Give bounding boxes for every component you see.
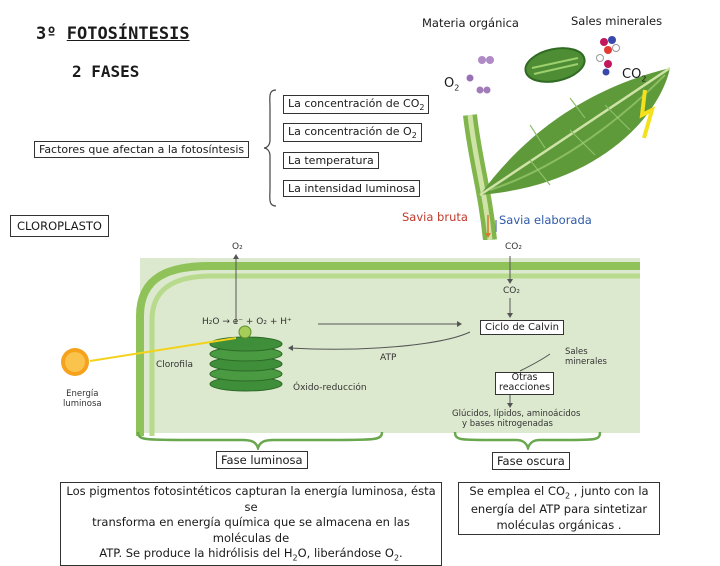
co2-label: CO2 <box>622 67 647 84</box>
processed-sap-label: Savia elaborada <box>499 213 592 227</box>
light-phase-label: Fase luminosa <box>216 451 308 469</box>
o2-label: O2 <box>444 76 460 93</box>
redox-label: Óxido-reducción <box>293 383 367 393</box>
leaf-illustration <box>463 36 671 240</box>
mineral-salts-label: Sales minerales <box>571 14 663 28</box>
chloroplast-diagram <box>89 254 640 436</box>
organic-matter-label: Materia orgánica <box>422 16 519 30</box>
factor-co2: La concentración de CO2 <box>283 95 430 115</box>
grana-stack <box>209 325 283 392</box>
co2-inner-label: CO₂ <box>503 286 520 296</box>
chlorophyll-label: Clorofila <box>156 360 193 370</box>
atp-label: ATP <box>380 353 397 363</box>
factor-light-intensity: La intensidad luminosa <box>283 180 421 197</box>
factors-label: Factores que afectan a la fotosíntesis <box>34 141 250 158</box>
factors-bracket <box>263 89 277 207</box>
co2-in-label: CO₂ <box>505 242 522 252</box>
chloroplast-label: CLOROPLASTO <box>10 215 109 237</box>
page-title: 3º FOTOSÍNTESIS <box>36 24 190 44</box>
light-phase-description: Los pigmentos fotosintéticos capturan la… <box>60 482 442 566</box>
factor-o2: La concentración de O2 <box>283 123 422 143</box>
sun-icon <box>61 348 89 376</box>
calvin-cycle-label: Ciclo de Calvin <box>480 320 564 335</box>
dark-phase-description: Se emplea el CO2 , junto con la energía … <box>458 482 660 536</box>
raw-sap-label: Savia bruta <box>402 210 468 224</box>
page-subtitle: 2 FASES <box>72 62 140 81</box>
factor-temperature: La temperatura <box>283 152 379 169</box>
reaction-label: H₂O → e⁻ + O₂ + H⁺ <box>202 317 292 327</box>
o2-out-label: O₂ <box>232 242 243 252</box>
dark-phase-label: Fase oscura <box>492 452 570 470</box>
phase-brackets <box>136 431 602 450</box>
